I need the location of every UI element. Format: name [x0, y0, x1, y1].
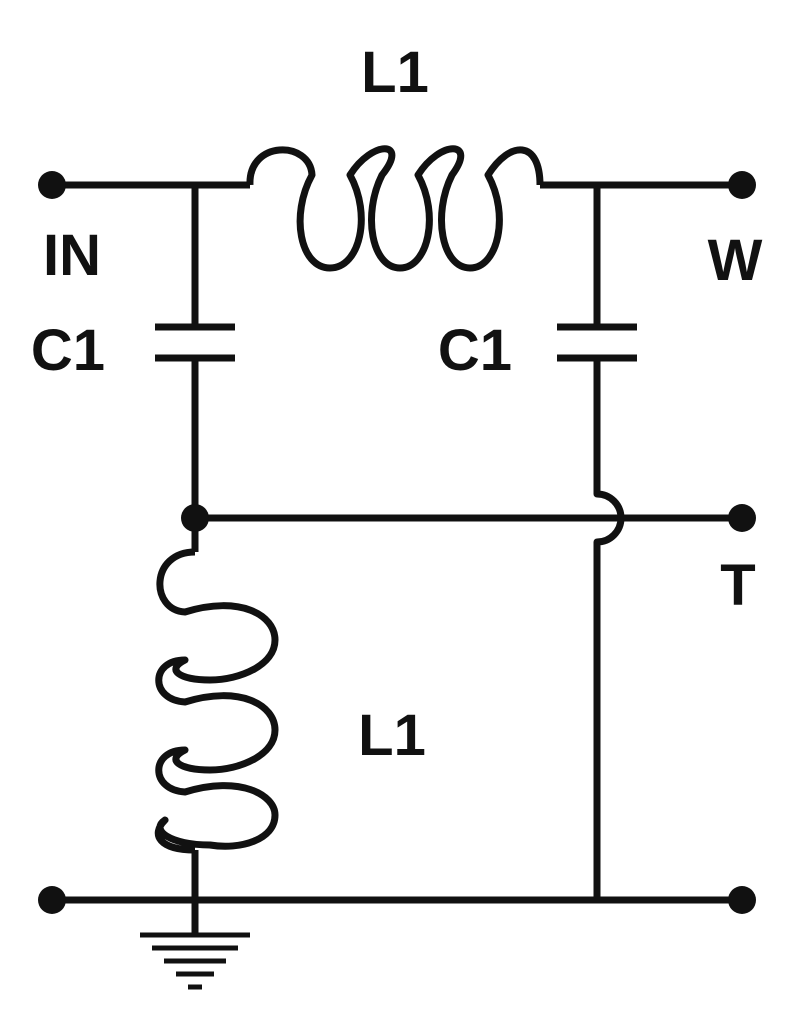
label-right-capacitor: C1 — [438, 318, 512, 383]
terminal-ground-left-dot — [38, 886, 66, 914]
ground-icon — [140, 932, 250, 990]
terminal-w-dot — [728, 171, 756, 199]
label-input-terminal: IN — [43, 223, 101, 288]
terminal-ground-right-dot — [728, 886, 756, 914]
inductor-top — [246, 145, 544, 272]
label-top-inductor: L1 — [361, 40, 429, 105]
label-bottom-inductor: L1 — [358, 703, 426, 768]
inductor-bottom — [154, 548, 279, 854]
terminal-t-dot — [728, 504, 756, 532]
wire-right-cap-down-with-crossover — [593, 358, 625, 900]
label-left-capacitor: C1 — [31, 318, 105, 383]
label-t-terminal: T — [720, 553, 755, 618]
junction-node-dot — [181, 504, 209, 532]
label-w-terminal: W — [708, 228, 763, 293]
terminal-in-dot — [38, 171, 66, 199]
